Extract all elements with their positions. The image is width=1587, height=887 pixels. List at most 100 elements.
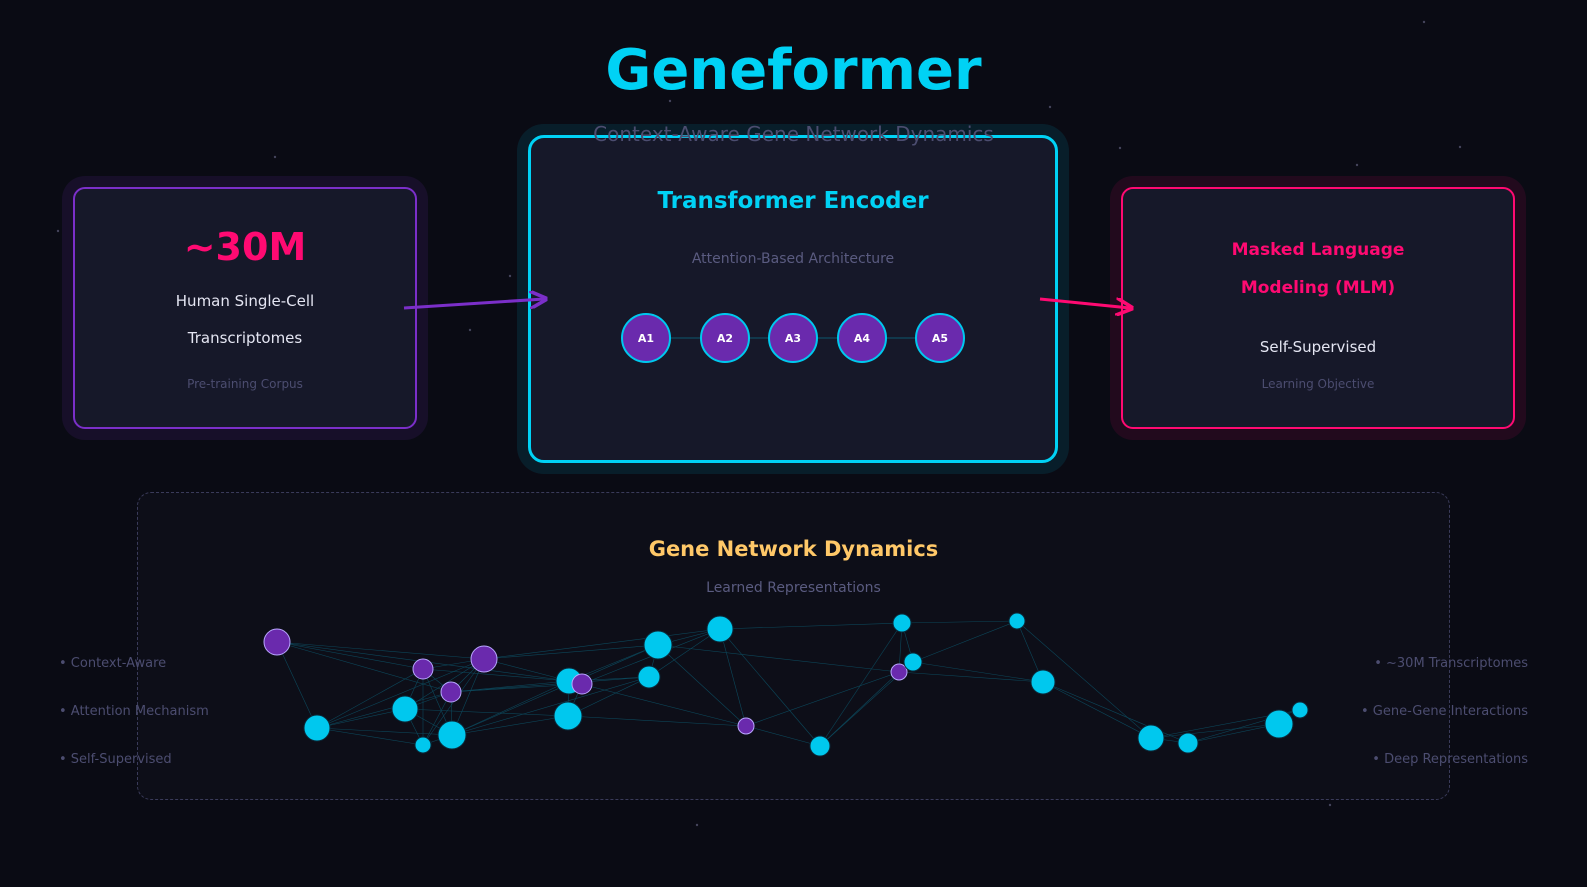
network-edge bbox=[404, 708, 569, 717]
network-edge bbox=[1187, 723, 1280, 744]
network-edge bbox=[483, 658, 570, 682]
left-bullet-1: • Context-Aware bbox=[59, 656, 167, 671]
network-edge bbox=[422, 668, 570, 682]
encoder-title: Transformer Encoder bbox=[657, 188, 929, 214]
gene-node bbox=[737, 717, 755, 735]
network-edge bbox=[1042, 681, 1152, 739]
gene-node bbox=[890, 663, 908, 681]
gene-node bbox=[571, 673, 593, 695]
gene-node bbox=[809, 735, 831, 757]
gene-node bbox=[1008, 612, 1026, 630]
gene-node bbox=[263, 628, 291, 656]
gene-node bbox=[643, 630, 673, 660]
mlm-line-1: Self-Supervised bbox=[1259, 338, 1377, 356]
gene-node bbox=[1264, 709, 1294, 739]
network-edge bbox=[276, 641, 318, 729]
network-edge bbox=[719, 628, 747, 727]
gene-node bbox=[440, 681, 462, 703]
network-edge bbox=[567, 676, 650, 717]
corpus-card: ~30M Human Single-Cell Transcriptomes Pr… bbox=[73, 187, 417, 429]
network-edge bbox=[1016, 620, 1152, 739]
attention-head-1 bbox=[621, 313, 671, 363]
gene-network-panel bbox=[137, 492, 1450, 800]
network-edge bbox=[316, 691, 452, 729]
network-edge bbox=[912, 661, 1044, 683]
network-edge bbox=[657, 644, 747, 727]
corpus-caption: Pre-training Corpus bbox=[187, 377, 303, 391]
corpus-line-1: Human Single-Cell bbox=[175, 292, 315, 310]
network-edge bbox=[316, 727, 453, 736]
network-edge bbox=[657, 644, 900, 673]
arrow-corpus-to-encoder bbox=[403, 299, 544, 310]
gene-node bbox=[1030, 669, 1056, 695]
network-edge bbox=[316, 708, 406, 729]
gene-node bbox=[437, 720, 467, 750]
network-edge bbox=[276, 641, 485, 660]
network-edge bbox=[648, 628, 721, 678]
attention-head-label: A1 bbox=[638, 332, 654, 345]
attention-head-5 bbox=[915, 313, 965, 363]
page-title: Geneformer bbox=[605, 38, 982, 103]
mlm-caption: Learning Objective bbox=[1261, 377, 1375, 391]
left-bullet-3: • Self-Supervised bbox=[59, 752, 172, 767]
gene-node bbox=[303, 714, 331, 742]
network-edge bbox=[483, 644, 659, 660]
network-subtitle: Learned Representations bbox=[706, 580, 881, 596]
mlm-title-line-2: Modeling (MLM) bbox=[1240, 278, 1396, 298]
right-bullet-2: • Gene-Gene Interactions bbox=[1360, 704, 1528, 719]
network-edge bbox=[451, 680, 570, 736]
network-edge bbox=[745, 725, 821, 747]
left-bullet-2: • Attention Mechanism bbox=[59, 704, 209, 719]
network-edge bbox=[316, 658, 485, 729]
network-edge bbox=[276, 641, 424, 670]
network-edge bbox=[1150, 723, 1280, 739]
mlm-title-line-1: Masked Language bbox=[1231, 240, 1405, 260]
gene-node bbox=[470, 645, 498, 673]
attention-head-label: A3 bbox=[785, 332, 801, 345]
corpus-size: ~30M bbox=[183, 225, 307, 269]
network-edge bbox=[819, 671, 900, 747]
transformer-encoder-card: Transformer Encoder Attention-Based Arch… bbox=[528, 135, 1058, 463]
network-edge bbox=[568, 680, 747, 727]
gene-node bbox=[414, 736, 432, 754]
gene-node bbox=[1291, 701, 1309, 719]
gene-node bbox=[706, 615, 734, 643]
gene-node bbox=[553, 701, 583, 731]
network-edge bbox=[450, 680, 570, 693]
network-edge bbox=[451, 676, 650, 736]
right-bullet-3: • Deep Representations bbox=[1372, 752, 1528, 767]
arrow-encoder-to-mlm bbox=[1039, 297, 1130, 308]
network-edge bbox=[450, 676, 650, 693]
mlm-card: Masked Language Modeling (MLM) Self-Supe… bbox=[1121, 187, 1515, 429]
gene-node bbox=[637, 665, 661, 689]
attention-head-3 bbox=[768, 313, 818, 363]
network-edge bbox=[745, 671, 900, 727]
network-edge bbox=[316, 727, 424, 746]
encoder-subtitle: Attention-Based Architecture bbox=[691, 251, 895, 267]
network-edge bbox=[567, 715, 747, 727]
network-edge bbox=[719, 628, 821, 747]
page-subtitle: Context-Aware Gene Network Dynamics bbox=[593, 122, 994, 146]
gene-node bbox=[391, 695, 419, 723]
attention-head-label: A2 bbox=[717, 332, 733, 345]
attention-head-4 bbox=[837, 313, 887, 363]
attention-head-label: A5 bbox=[932, 332, 948, 345]
network-edge bbox=[451, 715, 569, 736]
network-edge bbox=[276, 641, 452, 693]
attention-head-2 bbox=[700, 313, 750, 363]
corpus-line-2: Transcriptomes bbox=[187, 329, 303, 347]
network-edge bbox=[483, 628, 721, 660]
gene-node bbox=[892, 613, 912, 633]
network-edge bbox=[1042, 681, 1189, 744]
network-edge bbox=[901, 620, 1018, 624]
network-edge bbox=[898, 671, 1044, 683]
gene-node bbox=[1177, 732, 1199, 754]
right-bullet-1: • ~30M Transcriptomes bbox=[1374, 656, 1528, 671]
network-edge bbox=[912, 620, 1018, 663]
network-edge bbox=[719, 622, 903, 630]
gene-node bbox=[1137, 724, 1165, 752]
network-edge bbox=[819, 622, 903, 747]
network-edge bbox=[451, 644, 659, 736]
